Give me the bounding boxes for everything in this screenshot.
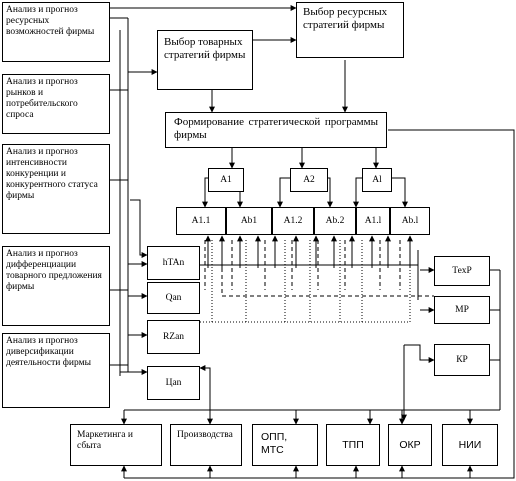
product-strategy-box: Выбор товарных стратегий фирмы	[157, 30, 253, 90]
strategic-program-box: Формирование стратегической программы фи…	[165, 112, 387, 148]
bottom-box-production: Производства	[170, 424, 242, 466]
tech-box-label: ТехР	[452, 265, 472, 276]
bottom-box-opp-mts: ОПП, МТС	[252, 424, 318, 466]
a-box-l-label: Al	[372, 174, 382, 185]
bottom-box-tpp: ТПП	[326, 424, 380, 466]
analysis-box-resources-text: Анализ и прогноз ресурсных возможностей …	[6, 5, 95, 37]
sub-box-a1l: A1.l	[356, 207, 390, 235]
bottom-box-tpp-label: ТПП	[342, 438, 364, 451]
sub-box-ab1: Ab1	[226, 207, 272, 235]
a-box-2-label: A2	[303, 174, 315, 185]
bottom-box-nii: НИИ	[442, 424, 498, 466]
bottom-box-okr-label: ОКР	[399, 438, 421, 451]
indicator-box-tsa: Цan	[147, 366, 200, 400]
a-box-1: A1	[208, 168, 244, 192]
kr-box: КР	[434, 344, 490, 376]
resource-strategy-box: Выбор ресурсных стратегий фирмы	[296, 2, 404, 58]
sub-box-a12: A1.2	[272, 207, 314, 235]
mr-box: МР	[434, 296, 490, 324]
tech-box: ТехР	[434, 256, 490, 286]
sub-box-a11-label: A1.1	[191, 215, 211, 226]
analysis-box-competition: Анализ и прогноз интенсивности конкуренц…	[2, 144, 110, 234]
analysis-box-differentiation-text: Анализ и прогноз дифференциации товарног…	[6, 249, 102, 292]
resource-strategy-text: Выбор ресурсных стратегий фирмы	[303, 6, 388, 31]
sub-box-abl-label: Ab.l	[401, 215, 419, 226]
sub-box-a12-label: A1.2	[283, 215, 303, 226]
kr-box-label: КР	[456, 354, 468, 365]
indicator-box-tsa-label: Цan	[165, 377, 182, 388]
analysis-box-markets-text: Анализ и прогноз рынков и потребительско…	[6, 77, 78, 120]
bottom-box-opp-mts-label: ОПП, МТС	[261, 431, 288, 456]
sub-box-a1l-label: A1.l	[364, 215, 382, 226]
bottom-box-marketing-label: Маркетинга и сбыта	[77, 430, 133, 451]
analysis-box-resources: Анализ и прогноз ресурсных возможностей …	[2, 2, 110, 62]
sub-box-ab1-label: Ab1	[240, 215, 258, 226]
analysis-box-diversification-text: Анализ и прогноз диверсификации деятельн…	[6, 336, 91, 368]
a-box-2: A2	[290, 168, 328, 192]
a-box-l: Al	[362, 168, 392, 192]
indicator-box-rza-label: RZan	[162, 331, 185, 342]
sub-box-ab2-label: Ab.2	[325, 215, 345, 226]
mr-box-label: МР	[455, 304, 469, 315]
sub-box-a11: A1.1	[176, 207, 226, 235]
indicator-box-qa: Qan	[147, 282, 200, 314]
bottom-box-production-label: Производства	[177, 430, 233, 440]
indicator-box-hta: hTAn	[147, 246, 200, 280]
indicator-box-qa-label: Qan	[165, 292, 182, 303]
analysis-box-competition-text: Анализ и прогноз интенсивности конкуренц…	[6, 147, 98, 201]
analysis-box-markets: Анализ и прогноз рынков и потребительско…	[2, 74, 110, 134]
a-box-1-label: A1	[220, 174, 232, 185]
sub-box-abl: Ab.l	[390, 207, 430, 235]
bottom-box-marketing: Маркетинга и сбыта	[70, 424, 162, 466]
strategic-program-text: Формирование стратегической программы фи…	[174, 116, 378, 141]
analysis-box-differentiation: Анализ и прогноз дифференциации товарног…	[2, 246, 110, 326]
bottom-box-nii-label: НИИ	[458, 438, 482, 451]
sub-box-ab2: Ab.2	[314, 207, 356, 235]
product-strategy-text: Выбор товарных стратегий фирмы	[164, 36, 246, 61]
analysis-box-diversification: Анализ и прогноз диверсификации деятельн…	[2, 333, 110, 408]
bottom-box-okr: ОКР	[388, 424, 432, 466]
indicator-box-hta-label: hTAn	[162, 257, 185, 268]
indicator-box-rza: RZan	[147, 320, 200, 354]
